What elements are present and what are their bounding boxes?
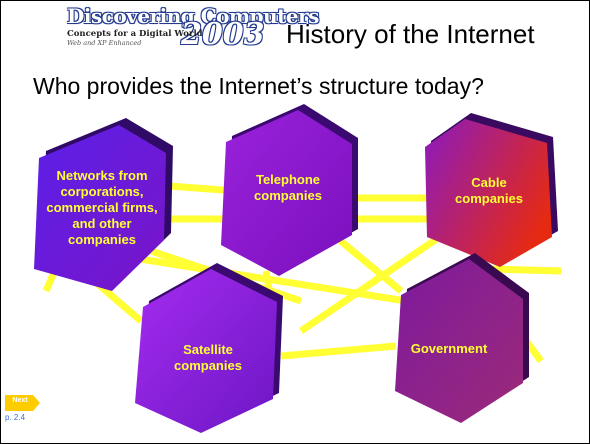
slide-title: History of the Internet	[286, 19, 535, 49]
connector-line	[299, 233, 443, 334]
label-cable: Cable companies	[455, 175, 523, 206]
logo-year: 2003	[181, 17, 265, 52]
logo-subtitle: Concepts for a Digital World	[67, 29, 203, 39]
label-networks: Networks from corporations, commercial f…	[46, 168, 158, 247]
next-button[interactable]: Next	[5, 395, 41, 411]
label-telephone: Telephone companies	[254, 172, 322, 203]
label-government: Government	[410, 341, 488, 356]
discovering-computers-logo: Discovering Computers 2003 Concepts for …	[67, 4, 319, 70]
logo-main-text: Discovering Computers	[67, 4, 319, 28]
connector-line	[280, 342, 397, 360]
hexagon-telephone	[221, 104, 358, 276]
hexagon-cable	[425, 113, 558, 267]
next-button-label: Next	[12, 397, 28, 404]
label-satellite: Satellite companies	[174, 342, 242, 373]
connector-line	[490, 265, 562, 275]
next-arrow-icon	[5, 395, 40, 411]
connector-line	[328, 230, 404, 294]
hexagon-government	[395, 253, 529, 423]
hexagon-networks	[34, 118, 173, 291]
page-reference: p. 2.4	[5, 413, 26, 422]
logo-edition: Web and XP Enhanced	[67, 39, 142, 47]
hexagon-satellite	[135, 263, 283, 433]
slide-question: Who provides the Internet’s structure to…	[33, 73, 484, 99]
